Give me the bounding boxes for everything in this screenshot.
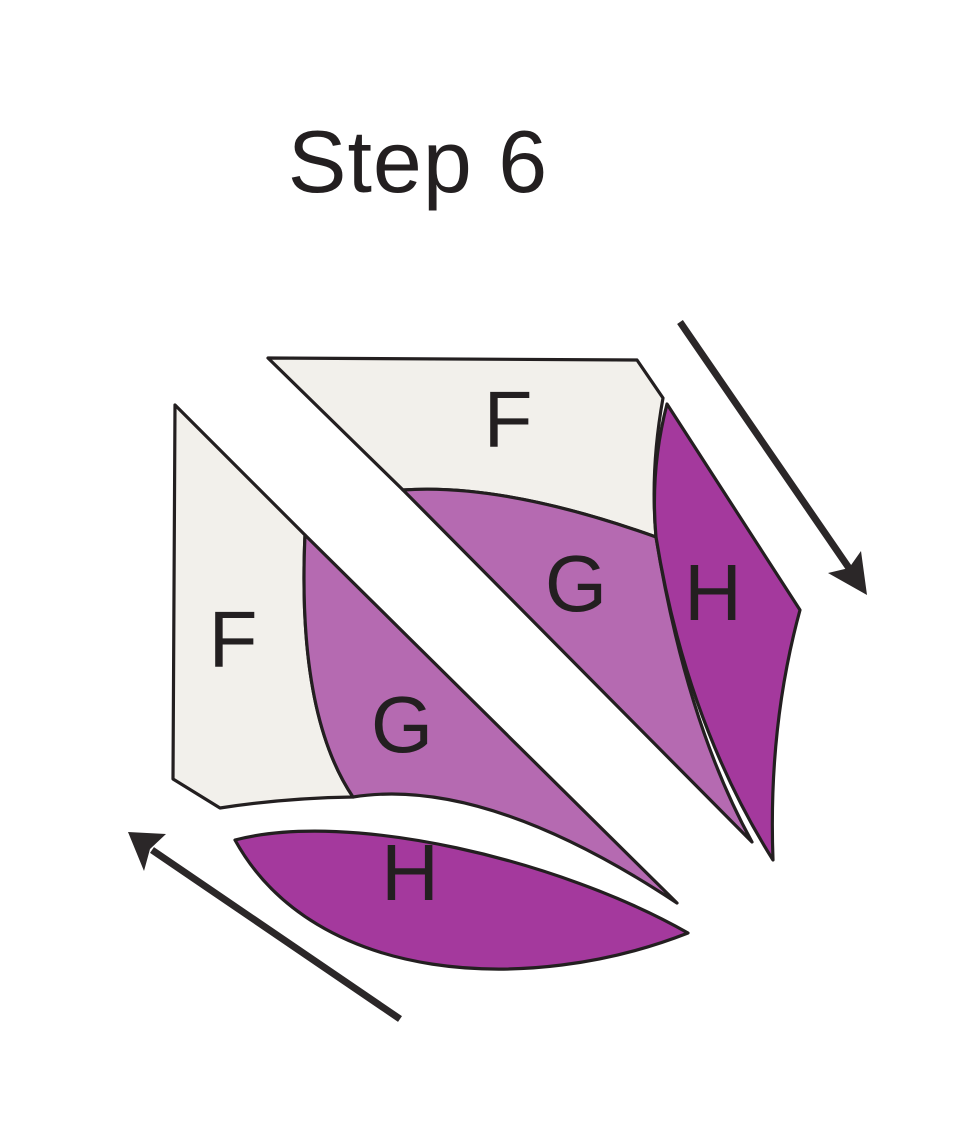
piece-h-bottom [233, 829, 690, 971]
piece-label-h-right: H [684, 548, 742, 637]
piece-label-f-left: F [209, 595, 258, 684]
arrow-head-icon [828, 551, 867, 595]
step-title: Step 6 [288, 112, 548, 211]
piece-label-f-upper: F [484, 375, 533, 464]
arrow-head-icon [128, 832, 166, 871]
piece-g-lower [302, 533, 679, 905]
piece-label-g-lower: G [371, 680, 433, 769]
arrow-shaft-icon [677, 320, 854, 573]
arrow-shaft-icon [150, 847, 402, 1022]
piece-label-h-bottom: H [381, 828, 439, 917]
join-arrow-top-right [677, 320, 867, 595]
upper-right-half-block: F G H [266, 356, 802, 862]
lower-left-half-block: F G H [171, 403, 690, 971]
piece-label-g-upper: G [545, 539, 607, 628]
join-arrow-bottom-left [128, 832, 402, 1022]
piece-h-right [652, 402, 802, 862]
